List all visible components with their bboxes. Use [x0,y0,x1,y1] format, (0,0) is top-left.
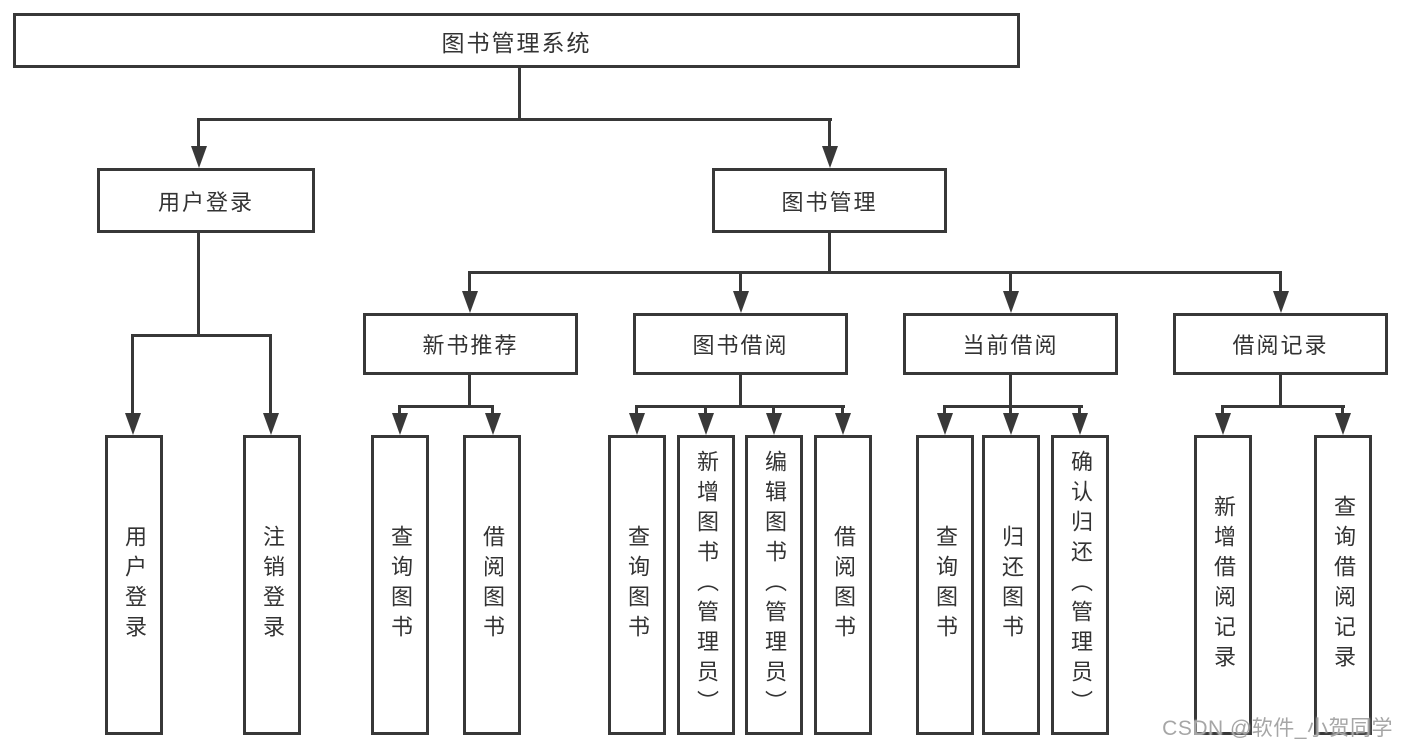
connector-line [772,407,775,417]
leaf-label: 注销登录 [260,525,285,645]
connector-line [468,373,471,408]
node-new-book-recommend: 新书推荐 [363,313,578,375]
leaf-br-add-record: 新增借阅记录 [1194,435,1252,735]
node-user-login: 用户登录 [97,168,315,233]
leaf-label: 借阅图书 [831,525,856,645]
connector-line [1279,373,1282,408]
connector-line [739,273,742,295]
leaf-bb-borrow-books: 借阅图书 [814,435,872,735]
leaf-br-query-record: 查询借阅记录 [1314,435,1372,735]
arrow-down-icon [485,413,501,435]
node-book-borrowing: 图书借阅 [633,313,848,375]
connector-line [468,271,1282,274]
leaf-nbr-query-books: 查询图书 [371,435,429,735]
connector-line [1279,273,1282,295]
leaf-bb-query-books: 查询图书 [608,435,666,735]
node-label: 用户登录 [157,189,254,215]
leaf-cb-query-books: 查询图书 [916,435,974,735]
connector-line [943,405,1083,408]
connector-line [197,231,200,337]
connector-line [841,407,844,417]
connector-line [828,231,831,274]
node-borrowing-records: 借阅记录 [1173,313,1388,375]
arrow-down-icon [392,413,408,435]
connector-line [943,407,946,417]
connector-line [269,336,272,416]
leaf-label: 查询借阅记录 [1331,495,1356,675]
connector-line [398,405,494,408]
arrow-down-icon [191,146,207,168]
leaf-label: 新增借阅记录 [1211,495,1236,675]
connector-line [131,336,134,416]
leaf-label: 查询图书 [625,525,650,645]
connector-line [398,407,401,417]
node-label: 图书管理系统 [441,29,592,56]
connector-line [197,120,200,150]
connector-line [1078,407,1081,417]
arrow-down-icon [462,291,478,313]
arrow-down-icon [1003,413,1019,435]
node-label: 图书借阅 [692,333,789,358]
arrow-down-icon [1072,413,1088,435]
leaf-user-login: 用户登录 [105,435,163,735]
connector-line [1009,373,1012,408]
leaf-nbr-borrow-books: 借阅图书 [463,435,521,735]
connector-line [739,373,742,408]
leaf-label: 借阅图书 [480,525,505,645]
leaf-label: 确认归还（管理员） [1068,450,1093,720]
arrow-down-icon [835,413,851,435]
arrow-down-icon [1215,413,1231,435]
arrow-down-icon [629,413,645,435]
arrow-down-icon [125,413,141,435]
leaf-cb-return-books: 归还图书 [982,435,1040,735]
leaf-logout: 注销登录 [243,435,301,735]
arrow-down-icon [1273,291,1289,313]
connector-line [197,118,832,121]
leaf-label: 编辑图书（管理员） [762,450,787,720]
connector-line [828,120,831,150]
arrow-down-icon [1335,413,1351,435]
leaf-label: 查询图书 [933,525,958,645]
node-label: 当前借阅 [962,333,1059,358]
node-label: 图书管理 [781,189,878,215]
connector-line [518,68,521,121]
connector-line [491,407,494,417]
arrow-down-icon [698,413,714,435]
connector-line [131,334,272,337]
arrow-down-icon [733,291,749,313]
leaf-cb-confirm-return: 确认归还（管理员） [1051,435,1109,735]
connector-line [1341,407,1344,417]
leaf-bb-edit-books: 编辑图书（管理员） [745,435,803,735]
leaf-label: 归还图书 [999,525,1024,645]
arrow-down-icon [937,413,953,435]
watermark: CSDN @软件_小贺同学 [1162,717,1393,740]
arrow-down-icon [1003,291,1019,313]
node-label: 借阅记录 [1232,333,1329,358]
connector-line [1221,405,1345,408]
node-label: 新书推荐 [422,333,519,358]
arrow-down-icon [263,413,279,435]
node-book-management: 图书管理 [712,168,947,233]
leaf-label: 新增图书（管理员） [694,450,719,720]
connector-line [1009,407,1012,417]
arrow-down-icon [766,413,782,435]
node-library-management-system: 图书管理系统 [13,13,1020,68]
connector-line [635,407,638,417]
connector-line [1009,273,1012,295]
leaf-label: 查询图书 [388,525,413,645]
connector-line [1221,407,1224,417]
leaf-bb-add-books: 新增图书（管理员） [677,435,735,735]
node-current-borrowing: 当前借阅 [903,313,1118,375]
arrow-down-icon [822,146,838,168]
connector-line [635,405,845,408]
connector-line [468,273,471,295]
connector-line [704,407,707,417]
leaf-label: 用户登录 [122,525,147,645]
